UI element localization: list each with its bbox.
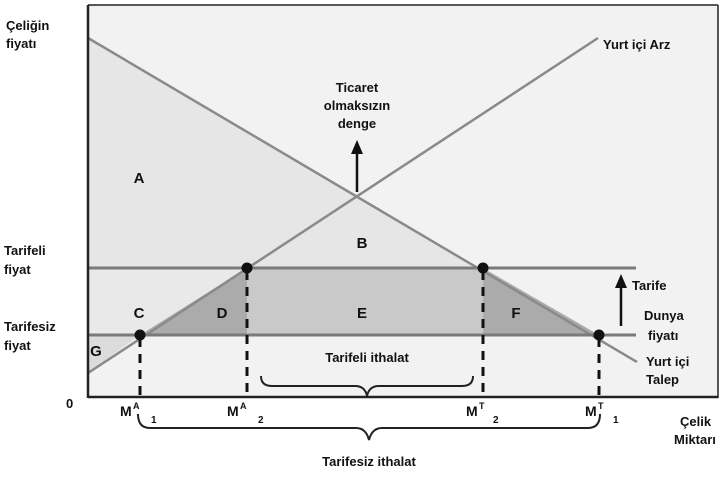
equilibrium-label-line2: olmaksızın [324, 98, 391, 113]
tariff-arrow-head [615, 274, 627, 288]
equilibrium-arrow-head [351, 140, 363, 154]
point-mt1 [593, 329, 605, 341]
area-label-a: A [134, 170, 145, 187]
quantity-label-ma2: M A 2 [227, 401, 264, 426]
quantity-label-ma1: M A 1 [120, 401, 157, 426]
equilibrium-label-line3: denge [338, 116, 376, 131]
area-e-rectangle [247, 268, 483, 335]
area-f-triangle [483, 268, 599, 335]
demand-label-line1: Yurt içi [646, 354, 689, 369]
quantity-label-mt2: M T 2 [466, 401, 499, 426]
origin-label: 0 [66, 396, 73, 411]
area-c-region [88, 268, 247, 335]
domestic-demand-curve [87, 36, 638, 364]
domestic-supply-curve [87, 36, 599, 375]
area-label-b: B [357, 235, 368, 252]
mt2-main: M [466, 403, 478, 419]
y-axis-title-line2: fiyatı [6, 36, 36, 51]
point-ma1 [134, 329, 146, 341]
quantity-label-mt1: M T 1 [585, 401, 619, 426]
mt2-sub: 2 [493, 415, 499, 426]
mt2-sup: T [479, 401, 485, 411]
free-price-label-line2: fiyat [4, 338, 31, 353]
free-import-bracket [137, 413, 601, 441]
world-price-label-line2: fiyatı [648, 328, 678, 343]
ma1-main: M [120, 403, 132, 419]
tariff-arrow-label: Tarife [632, 278, 666, 293]
x-axis-title-line2: Miktarı [674, 432, 716, 447]
point-ma2 [241, 262, 253, 274]
mt1-sub: 1 [613, 415, 619, 426]
tariff-import-bracket [260, 375, 474, 397]
ma1-sub: 1 [151, 415, 157, 426]
mt1-sup: T [598, 401, 604, 411]
free-price-label-line1: Tarifesiz [4, 319, 56, 334]
free-import-label: Tarifesiz ithalat [322, 454, 416, 469]
x-axis-title-line1: Çelik [680, 414, 712, 429]
ma2-sub: 2 [258, 415, 264, 426]
point-mt2 [477, 262, 489, 274]
ma2-main: M [227, 403, 239, 419]
area-label-c: C [134, 305, 145, 322]
mt1-main: M [585, 403, 597, 419]
area-label-e: E [357, 305, 367, 322]
tariff-price-label-line2: fiyat [4, 262, 31, 277]
y-axis-title-line1: Çeliğin [6, 18, 49, 33]
world-price-label-line1: Dunya [644, 308, 685, 323]
tariff-price-label-line1: Tarifeli [4, 243, 46, 258]
demand-label-line2: Talep [646, 372, 679, 387]
area-label-g: G [90, 343, 102, 360]
area-label-f: F [511, 305, 520, 322]
area-label-d: D [217, 305, 228, 322]
ma2-sup: A [240, 401, 247, 411]
supply-label: Yurt içi Arz [603, 37, 671, 52]
equilibrium-label-line1: Ticaret [336, 80, 379, 95]
ma1-sup: A [133, 401, 140, 411]
tariff-import-label: Tarifeli ithalat [325, 350, 409, 365]
